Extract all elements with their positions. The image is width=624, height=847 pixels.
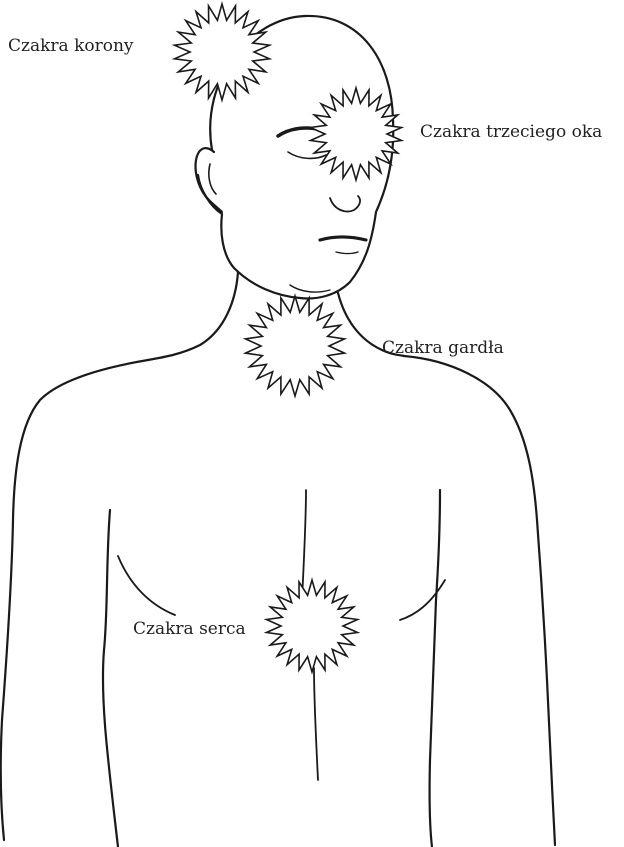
throat-chakra-starburst-icon: [246, 296, 345, 396]
abdomen-line: [314, 668, 318, 780]
right-torso-side: [430, 490, 440, 847]
label-heart-chakra: Czakra serca: [133, 619, 246, 639]
nose: [330, 196, 360, 212]
sternum-line: [302, 490, 306, 600]
right-shoulder-arm: [404, 356, 555, 845]
heart-chakra-starburst-icon: [267, 580, 358, 672]
label-crown-chakra: Czakra korony: [8, 36, 134, 56]
neck-left: [148, 272, 238, 360]
right-pec-line: [400, 580, 445, 620]
mouth: [320, 237, 366, 240]
chin-line: [290, 285, 330, 292]
label-third-eye-chakra: Czakra trzeciego oka: [420, 122, 602, 142]
crown-chakra-starburst-icon: [175, 4, 270, 100]
left-pec-line: [118, 556, 175, 615]
left-torso-side: [103, 510, 118, 847]
third-eye-chakra-starburst-icon: [311, 88, 402, 180]
left-shoulder-arm: [1, 360, 148, 840]
label-throat-chakra: Czakra gardła: [382, 338, 504, 358]
